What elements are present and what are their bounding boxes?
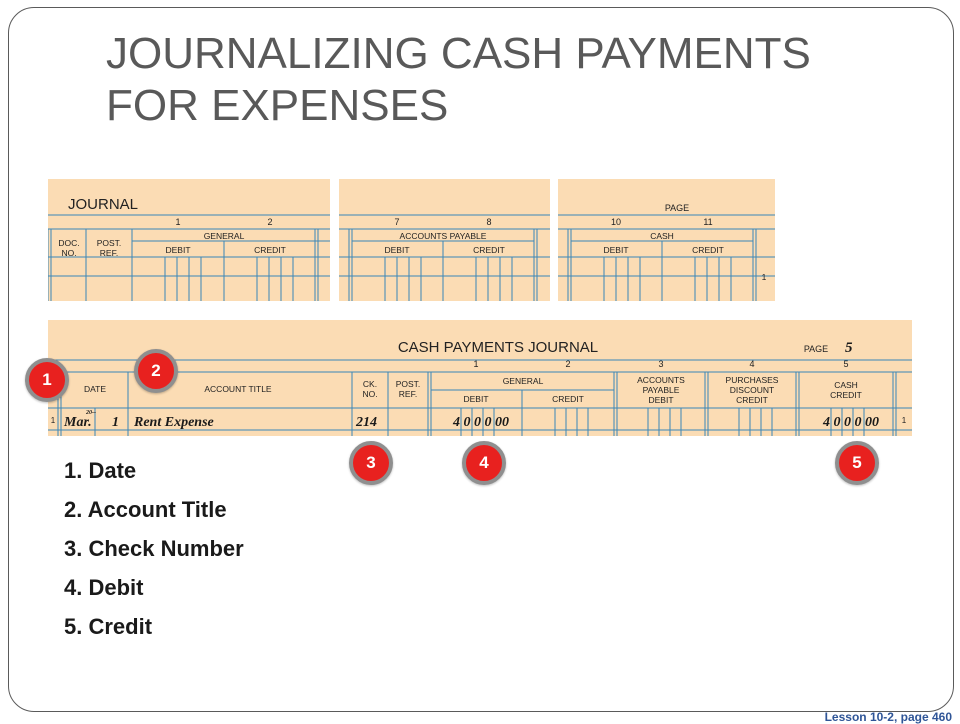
footer-reference: Lesson 10-2, page 460 xyxy=(824,710,952,724)
col-number: 3 xyxy=(658,359,663,369)
cpj-heading: CASH PAYMENTS JOURNAL xyxy=(398,339,598,356)
legend-item: 2. Account Title xyxy=(64,497,227,522)
ck-no-label: CK. xyxy=(363,379,377,389)
legend-list: 1. Date 2. Account Title 3. Check Number… xyxy=(64,456,244,651)
entry-year: 20-- xyxy=(85,410,96,416)
col-number: 8 xyxy=(486,217,491,227)
col-number: 4 xyxy=(749,359,754,369)
general-label: GENERAL xyxy=(204,231,245,241)
post-ref-label: POST. xyxy=(396,379,421,389)
purchases-discount-credit-label: DISCOUNT xyxy=(730,385,774,395)
col-number: 1 xyxy=(175,217,180,227)
cash-credit-label: CREDIT xyxy=(830,390,862,400)
debit-label: DEBIT xyxy=(384,245,409,255)
callout-3: 3 xyxy=(349,441,393,485)
credit-label: CREDIT xyxy=(552,394,584,404)
journal-middle-svg: 7 8 ACCOUNTS PAYABLE DEBIT CREDIT xyxy=(339,214,550,301)
credit-label: CREDIT xyxy=(254,245,286,255)
date-label: DATE xyxy=(84,384,106,394)
col-number: 10 xyxy=(611,217,621,227)
slide-title: JOURNALIZING CASH PAYMENTS FOR EXPENSES xyxy=(106,29,811,130)
purchases-discount-credit-label: CREDIT xyxy=(736,395,768,405)
general-label: GENERAL xyxy=(503,376,544,386)
legend-item: 5. Credit xyxy=(64,614,153,639)
callout-5: 5 xyxy=(835,441,879,485)
entry-account-title: Rent Expense xyxy=(133,415,214,430)
entry-cash-credit: 4 0 0 0 00 xyxy=(822,415,879,430)
credit-label: CREDIT xyxy=(692,245,724,255)
legend-item: 1. Date xyxy=(64,458,137,483)
legend-item: 3. Check Number xyxy=(64,536,244,561)
entry-line-number: 1 xyxy=(51,416,56,425)
debit-label: DEBIT xyxy=(603,245,628,255)
col-number: 2 xyxy=(267,217,272,227)
cpj-page-number: 5 xyxy=(845,340,853,356)
journal-right-svg: PAGE 10 11 CASH DEBIT CREDIT 1 xyxy=(558,203,775,301)
col-number: 11 xyxy=(703,217,712,227)
journal-panel-left: JOURNAL 1 2 DOC. NO. POST. REF. GENERAL … xyxy=(48,179,330,301)
callout-4: 4 xyxy=(462,441,506,485)
entry-general-debit: 4 0 0 0 00 xyxy=(452,415,509,430)
line-number: 1 xyxy=(762,272,767,282)
entry-month: Mar. xyxy=(63,415,92,430)
cash-credit-label: CASH xyxy=(834,380,858,390)
legend-item: 4. Debit xyxy=(64,575,144,600)
cpj-page-label: PAGE xyxy=(804,344,828,354)
journal-heading: JOURNAL xyxy=(68,196,138,213)
journal-left-svg: JOURNAL 1 2 DOC. NO. POST. REF. GENERAL … xyxy=(48,196,330,301)
debit-label: DEBIT xyxy=(463,394,488,404)
accounts-payable-debit-label: PAYABLE xyxy=(643,385,680,395)
post-ref-label: REF. xyxy=(100,248,118,258)
col-number: 1 xyxy=(473,359,478,369)
journal-panel-right: PAGE 10 11 CASH DEBIT CREDIT 1 xyxy=(558,179,775,301)
accounts-payable-debit-label: DEBIT xyxy=(648,395,673,405)
entry-day: 1 xyxy=(112,415,119,430)
debit-label: DEBIT xyxy=(165,245,190,255)
cash-payments-journal-svg: CASH PAYMENTS JOURNAL PAGE 5 1 2 3 4 5 D… xyxy=(48,339,912,436)
post-ref-label: REF. xyxy=(399,389,417,399)
callout-2: 2 xyxy=(134,349,178,393)
cash-payments-journal: CASH PAYMENTS JOURNAL PAGE 5 1 2 3 4 5 D… xyxy=(48,320,912,436)
doc-no-label: DOC. xyxy=(58,238,79,248)
col-number: 2 xyxy=(565,359,570,369)
doc-no-label: NO. xyxy=(61,248,76,258)
col-number: 7 xyxy=(394,217,399,227)
entry-line-number-right: 1 xyxy=(902,416,907,425)
accounts-payable-label: ACCOUNTS PAYABLE xyxy=(400,231,487,241)
page-label: PAGE xyxy=(665,203,689,213)
journal-panel-middle: 7 8 ACCOUNTS PAYABLE DEBIT CREDIT xyxy=(339,179,550,301)
cash-label: CASH xyxy=(650,231,674,241)
entry-ck-no: 214 xyxy=(355,415,377,430)
post-ref-label: POST. xyxy=(97,238,122,248)
account-title-label: ACCOUNT TITLE xyxy=(204,384,272,394)
purchases-discount-credit-label: PURCHASES xyxy=(726,375,779,385)
callout-1: 1 xyxy=(25,358,69,402)
credit-label: CREDIT xyxy=(473,245,505,255)
ck-no-label: NO. xyxy=(362,389,377,399)
accounts-payable-debit-label: ACCOUNTS xyxy=(637,375,685,385)
col-number: 5 xyxy=(843,359,848,369)
